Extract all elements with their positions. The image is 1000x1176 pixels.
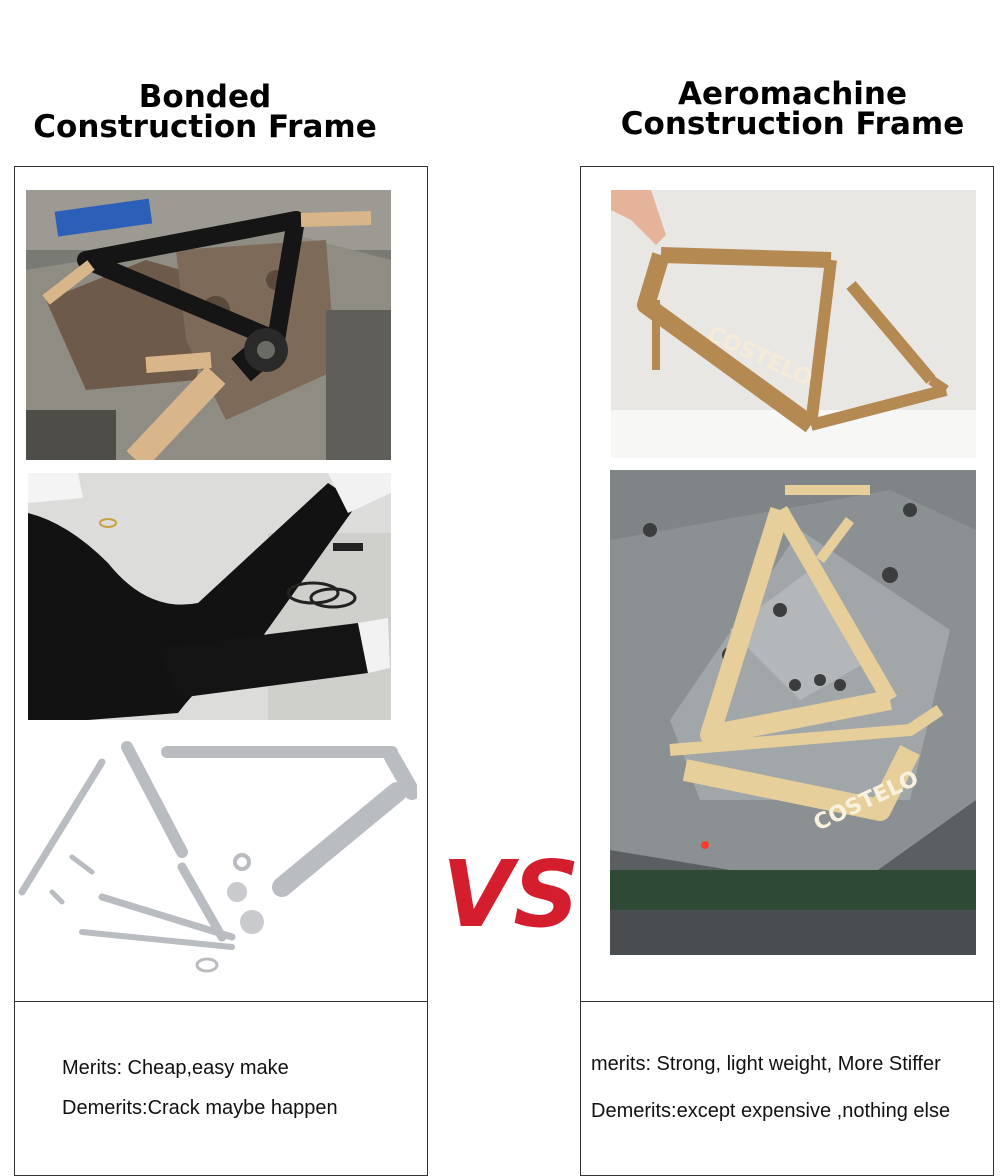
- left-title: Bonded Construction Frame: [30, 79, 380, 145]
- right-panel: COSTELO COSTELO: [580, 166, 994, 1176]
- left-panel: Merits: Cheap,easy make Demerits:Crack m…: [14, 166, 428, 1176]
- raw-frame-photo: COSTELO: [611, 190, 976, 458]
- right-title-line1: Aeromachine: [678, 76, 907, 112]
- carbon-joint-photo: [28, 473, 391, 720]
- frame-in-mold-photo: COSTELO: [610, 470, 976, 955]
- right-title: Aeromachine Construction Frame: [600, 76, 985, 142]
- left-demerits-text: Demerits:Crack maybe happen: [62, 1097, 338, 1119]
- vs-mark: VS: [440, 830, 579, 948]
- right-title-line2: Construction Frame: [620, 106, 965, 142]
- left-divider: [15, 1001, 427, 1002]
- vs-label: VS: [442, 841, 575, 945]
- left-merits-text: Merits: Cheap,easy make: [62, 1057, 289, 1079]
- left-title-line2: Construction Frame: [33, 109, 377, 145]
- exploded-tubes-render: [17, 737, 417, 977]
- right-merits-text: merits: Strong, light weight, More Stiff…: [591, 1053, 941, 1075]
- bonded-frame-jig-photo: [26, 190, 391, 460]
- right-divider: [581, 1001, 993, 1002]
- left-title-line1: Bonded: [138, 79, 272, 115]
- right-demerits-text: Demerits:except expensive ,nothing else: [591, 1100, 951, 1122]
